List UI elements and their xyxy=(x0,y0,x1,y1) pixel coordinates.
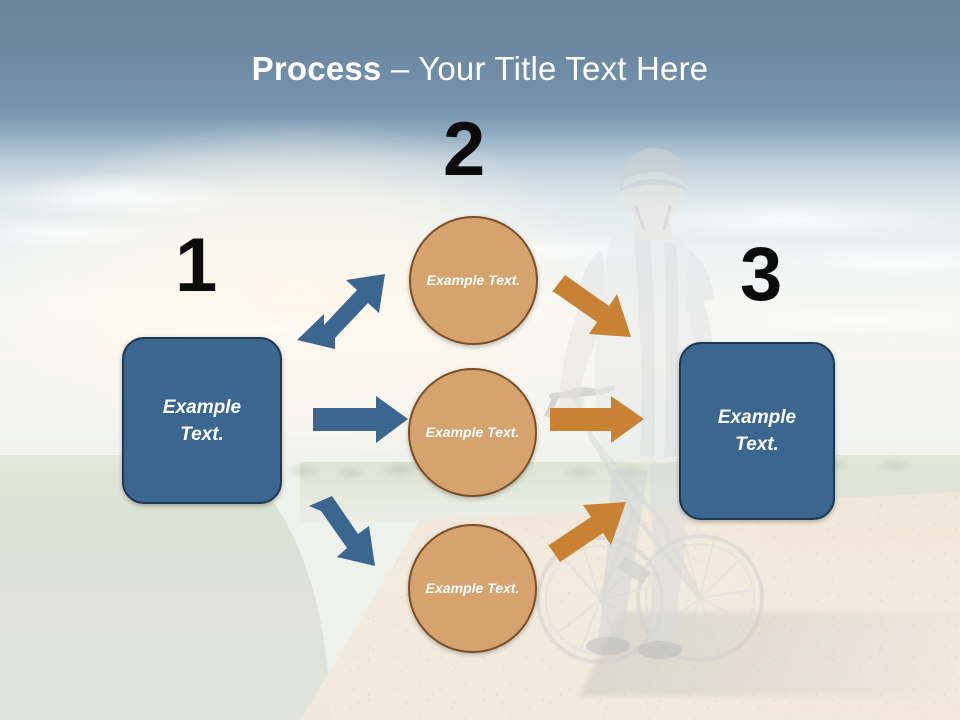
step-number-2: 2 xyxy=(443,107,486,192)
arrow-start-to-top-circle xyxy=(297,274,385,349)
page-title-light: Your Title Text Here xyxy=(418,50,709,87)
process-circle-middle-label-line2: Text. xyxy=(487,424,520,440)
process-circle-top-label-line2: Text. xyxy=(488,272,521,288)
arrow-start-to-mid-circle xyxy=(313,396,408,443)
process-circle-middle[interactable]: Example Text. xyxy=(408,368,537,497)
process-circle-top-label-line1: Example xyxy=(426,272,485,288)
process-circle-bottom-label-line1: Example xyxy=(425,580,484,596)
process-end-box-label-line2: Text. xyxy=(735,434,779,455)
process-start-box[interactable]: Example Text. xyxy=(122,337,282,504)
process-circle-middle-label-line1: Example xyxy=(425,424,484,440)
page-title: Process – Your Title Text Here xyxy=(0,48,960,90)
arrow-start-to-bottom-circle xyxy=(309,496,375,566)
process-start-box-label-line2: Text. xyxy=(180,423,224,445)
page-title-separator: – xyxy=(381,50,419,87)
step-number-1: 1 xyxy=(175,223,218,308)
process-circle-top[interactable]: Example Text. xyxy=(409,216,538,345)
process-start-box-label-line1: Example xyxy=(162,396,242,418)
step-number-3: 3 xyxy=(740,232,783,317)
process-circle-bottom[interactable]: Example Text. xyxy=(408,524,537,653)
process-circle-bottom-label-line2: Text. xyxy=(487,580,520,596)
process-end-box-label-line1: Example xyxy=(717,407,797,428)
arrow-bottom-circle-to-end xyxy=(547,502,626,562)
page-title-strong: Process xyxy=(251,50,382,87)
arrow-top-circle-to-end xyxy=(552,275,631,337)
arrow-mid-circle-to-end xyxy=(550,396,644,443)
process-end-box[interactable]: Example Text. xyxy=(679,342,835,520)
